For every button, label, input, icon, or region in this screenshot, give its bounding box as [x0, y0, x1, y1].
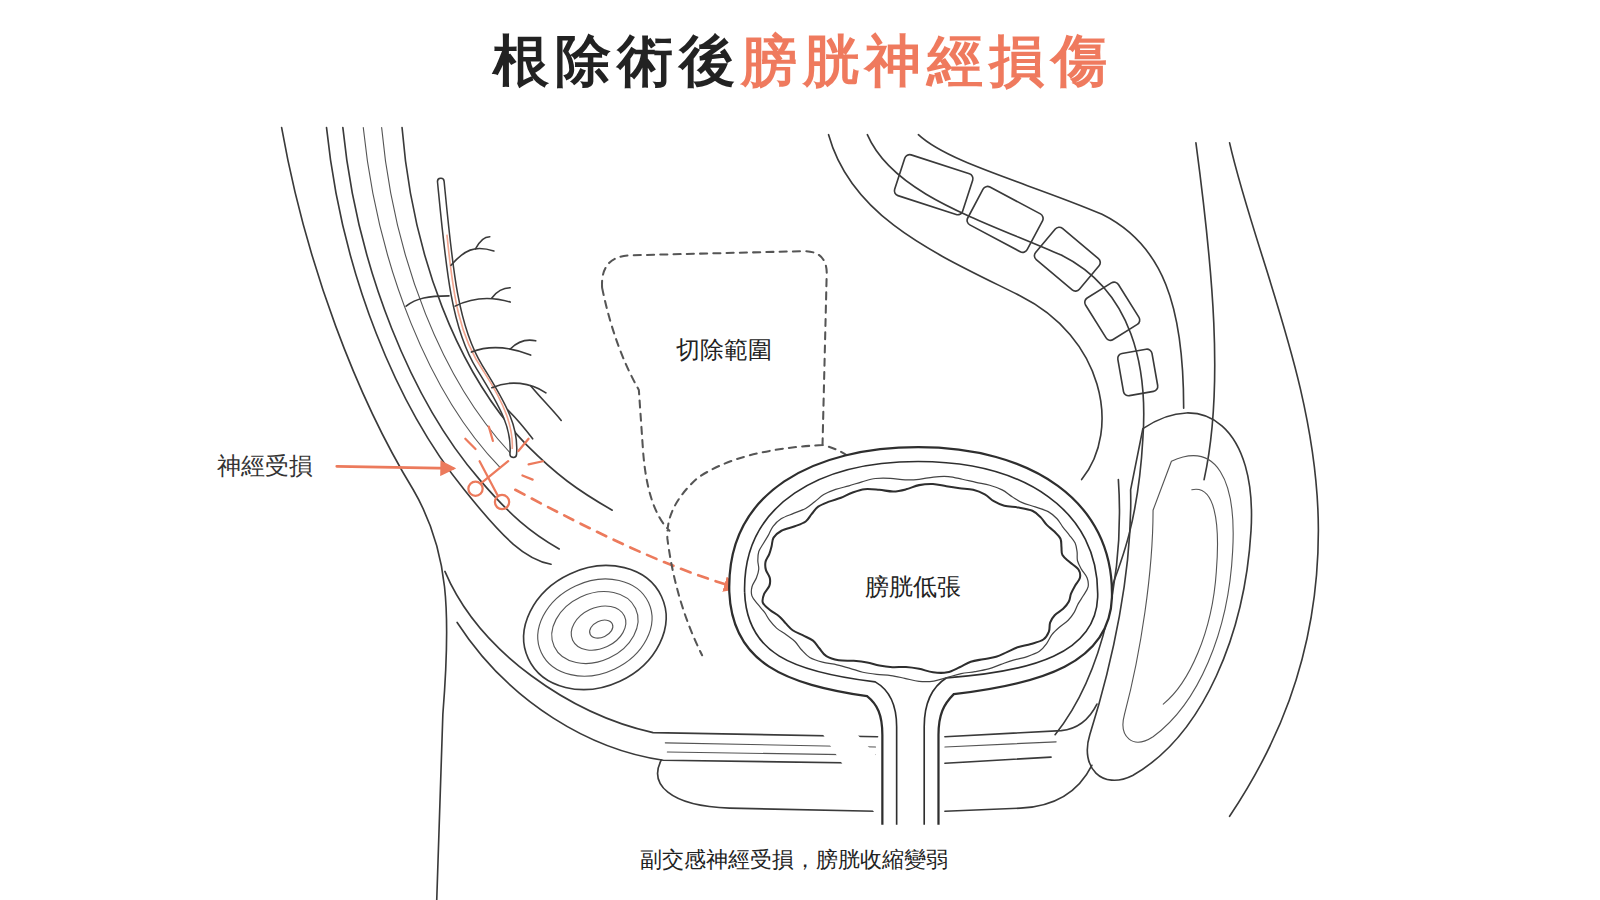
diagram-title: 根除術後膀胱神經損傷 — [487, 28, 1113, 95]
callout-label: 神經受損 — [217, 452, 313, 481]
node-outline — [714, 437, 1122, 831]
node-label: 膀胱低張 — [861, 570, 965, 603]
figure-caption: 副交感神經受損，膀胱收縮變弱 — [640, 847, 948, 873]
node-label: 切除範圍 — [672, 334, 776, 367]
bladder-organ: 膀胱低張 — [714, 437, 1122, 831]
